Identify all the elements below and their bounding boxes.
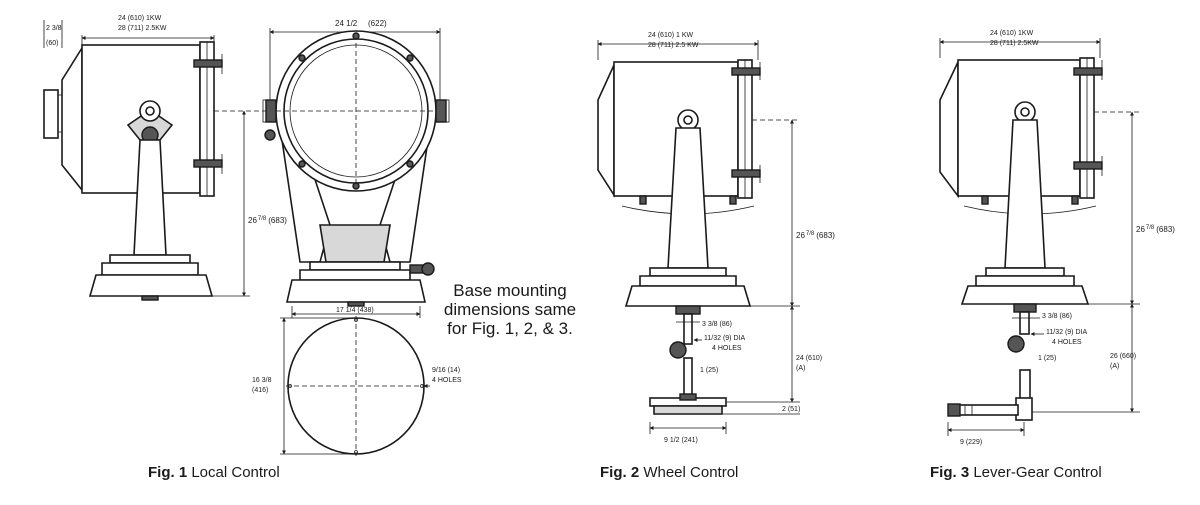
fig3-depth-1kw: 24 (610) 1KW [990,30,1034,37]
fig3-caption-text: Lever-Gear Control [973,464,1102,481]
fig3-height-dim: 267/8(683) [1136,225,1175,234]
fig1-base-plan [280,316,430,456]
fig3-dia-dim: 11/32 (9) DIA [1046,329,1087,336]
fig1-hole-dim: 9/16 (14) [432,367,460,374]
fig1-front-view [262,28,450,318]
fig1-height-dim: 267/8(683) [248,216,287,225]
fig1-depth-25kw: 28 (711) 2.5KW [118,25,167,32]
fig3-drawing [939,38,1140,436]
fig2-wheel-width-dim: 9 1/2 (241) [664,437,698,444]
fig2-drawing [597,40,800,434]
fig2-dia-dim: 11/32 (9) DIA [704,335,745,342]
fig2-depth-25kw: 28 (711) 2.5 KW [648,42,699,49]
fig2-holes-count: 4 HOLES [712,345,742,352]
fig1-base-dim: 17 1/4 (438) [336,307,374,314]
fig2-lower-dim: 24 (610) [796,355,822,362]
fig1-lens-offset-dim: 2 3/8 [46,25,62,32]
fig3-caption: Fig. 3 Lever-Gear Control [930,464,1102,481]
fig3-lower-dim: 26 (660) [1110,353,1136,360]
fig3-shaft-dim: 3 3/8 (86) [1042,313,1072,320]
fig2-caption: Fig. 2 Wheel Control [600,464,738,481]
fig2-caption-number: Fig. 2 [600,464,640,481]
fig3-depth-25kw: 28 (711) 2.5KW [990,40,1039,47]
fig3-caption-number: Fig. 3 [930,464,970,481]
fig3-lever-dim: 9 (229) [960,439,982,446]
fig2-wheel-height-dim: 2 (51) [782,406,800,413]
fig3-lower-a: (A) [1110,363,1119,370]
fig1-circle-dim: 16 3/8 [252,377,272,384]
fig1-width-dim: 24 1/2 [335,19,358,28]
fig1-circle-mm: (416) [252,387,268,394]
fig2-height-dim: 267/8(683) [796,231,835,240]
fig2-caption-text: Wheel Control [643,464,739,481]
fig3-bolt-dim: 1 (25) [1038,355,1056,362]
base-note-line2: dimensions same [444,300,576,319]
fig3-holes-count: 4 HOLES [1052,339,1082,346]
fig1-lens-offset-mm: (60) [46,40,58,47]
fig2-lower-a: (A) [796,365,805,372]
fig1-holes-count: 4 HOLES [432,377,462,384]
fig2-shaft-dim: 3 3/8 (86) [702,321,732,328]
base-note-line3: for Fig. 1, 2, & 3. [447,319,573,338]
fig1-caption: Fig. 1 Local Control [148,464,280,481]
fig1-side-view [43,20,270,301]
fig1-width-mm: (622) [368,19,387,28]
fig2-bolt-dim: 1 (25) [700,367,718,374]
fig1-caption-number: Fig. 1 [148,464,188,481]
fig1-caption-text: Local Control [191,464,280,481]
fig2-depth-1kw: 24 (610) 1 KW [648,32,694,39]
fig1-depth-1kw: 24 (610) 1KW [118,15,162,22]
base-note-line1: Base mounting [453,281,566,300]
